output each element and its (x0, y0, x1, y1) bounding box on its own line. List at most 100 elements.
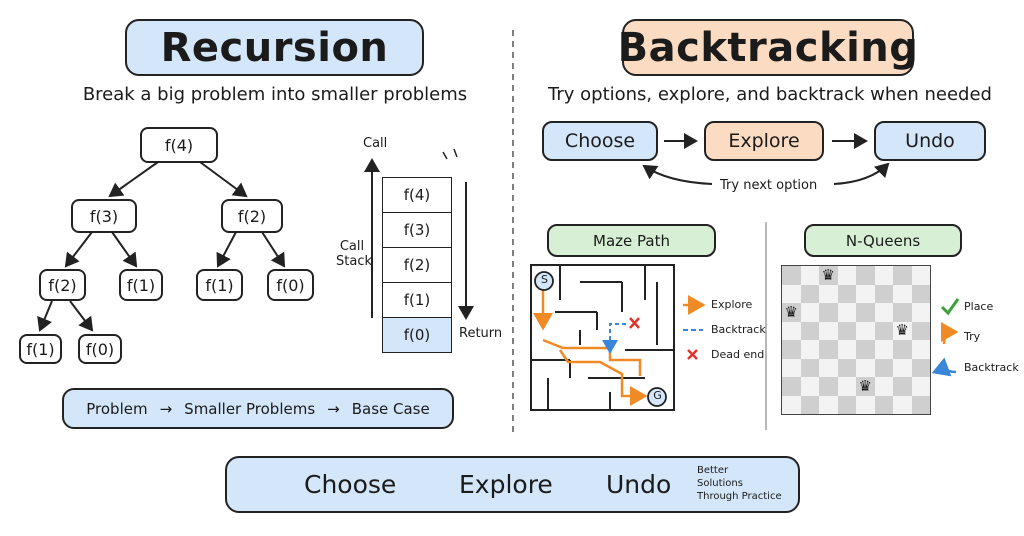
board-square (800, 321, 819, 340)
board-square (837, 377, 856, 396)
board-square (819, 303, 838, 322)
maze-goal: G (653, 389, 662, 402)
nqueens-legend-place: Place (964, 300, 994, 313)
maze-start: S (541, 273, 548, 286)
board-square (819, 395, 838, 414)
board-square (782, 321, 801, 340)
cycle-arrows (642, 133, 890, 185)
tree-node-l2-c: f(1) (196, 269, 243, 301)
board-square (874, 377, 893, 396)
recursion-flow-bar: Problem → Smaller Problems → Base Case (62, 388, 454, 429)
board-square (856, 340, 875, 359)
board-square (911, 303, 930, 322)
cycle-choose: Choose (542, 121, 658, 161)
board-square (800, 284, 819, 303)
return-label: Return (459, 326, 503, 341)
queen-icon: ♛ (856, 377, 875, 396)
board-square (911, 340, 930, 359)
summary-note: Better Solutions Through Practice (697, 464, 782, 503)
call-stack-label-line1: Call (339, 239, 365, 254)
board-square (782, 395, 801, 414)
board-square (819, 340, 838, 359)
summary-undo: Undo (606, 470, 672, 499)
board-square (837, 358, 856, 377)
flow-problem: Problem (86, 399, 148, 418)
board-square (893, 395, 912, 414)
tree-node-l2-d: f(0) (267, 269, 314, 301)
board-square (911, 395, 930, 414)
board-square (837, 340, 856, 359)
board-square (782, 340, 801, 359)
maze-legend-dead-end: Dead end (711, 348, 765, 361)
board-square (856, 303, 875, 322)
board-square (911, 266, 930, 285)
board-square (837, 284, 856, 303)
recursion-title: Recursion (125, 19, 424, 76)
queen-icon: ♛ (782, 303, 801, 322)
board-square (819, 377, 838, 396)
board-square (782, 358, 801, 377)
queen-icon: ♛ (819, 266, 838, 285)
board-square (874, 284, 893, 303)
backtracking-subtitle: Try options, explore, and backtrack when… (548, 84, 992, 105)
try-arrow-icon (940, 322, 959, 345)
board-square (800, 266, 819, 285)
queen-icon: ♛ (893, 321, 912, 340)
board-square (874, 395, 893, 414)
board-square (819, 358, 838, 377)
stack-frame: f(4) (382, 177, 452, 213)
board-square (911, 321, 930, 340)
tree-node-l1-right: f(2) (221, 199, 283, 233)
board-square (893, 303, 912, 322)
tree-node-l2-a: f(2) (39, 269, 86, 301)
summary-bar (225, 456, 800, 513)
board-square (800, 395, 819, 414)
board-square (856, 321, 875, 340)
board-square (856, 395, 875, 414)
call-stack-label: Call Stack (336, 239, 372, 269)
board-square (874, 321, 893, 340)
tree-node-l1-left: f(3) (71, 199, 137, 233)
recursion-subtitle: Break a big problem into smaller problem… (82, 84, 468, 105)
board-square (856, 358, 875, 377)
maze-legend-backtrack: Backtrack (711, 323, 766, 336)
board-square (837, 321, 856, 340)
summary-note-line3: Through Practice (697, 491, 782, 502)
tree-edges (37, 161, 286, 332)
call-stack-label-line2: Stack (336, 254, 372, 269)
board-square (874, 266, 893, 285)
board-square (856, 284, 875, 303)
stack-frame: f(1) (382, 283, 452, 318)
backtrack-arrow-icon (931, 357, 957, 377)
tree-node-l3-a: f(1) (19, 334, 62, 364)
board-square (893, 340, 912, 359)
board-square (874, 358, 893, 377)
board-square (856, 266, 875, 285)
board-square (893, 266, 912, 285)
flow-smaller-problems: Smaller Problems (184, 399, 316, 418)
flow-base-case: Base Case (351, 399, 430, 418)
board-square (800, 340, 819, 359)
arrow-right-icon: → (327, 399, 340, 418)
tree-node-l2-b: f(1) (119, 269, 163, 301)
summary-choose: Choose (304, 470, 397, 499)
board-square (782, 284, 801, 303)
board-square (893, 284, 912, 303)
board-square (800, 303, 819, 322)
stack-frame: f(3) (382, 213, 452, 248)
nqueens-title: N-Queens (804, 224, 962, 257)
board-square (874, 303, 893, 322)
arrow-right-icon: → (159, 399, 173, 418)
board-square (800, 358, 819, 377)
board-square (819, 284, 838, 303)
board-square (911, 377, 930, 396)
cycle-explore: Explore (704, 121, 824, 161)
cycle-undo: Undo (874, 121, 986, 161)
call-stack: f(4) f(3) f(2) f(1) f(0) (382, 177, 452, 353)
call-label: Call (363, 136, 388, 151)
nqueens-legend-try: Try (964, 330, 981, 343)
summary-note-line2: Solutions (697, 478, 743, 489)
nqueens-board: ♛ ♛ ♛ ♛ (781, 265, 931, 415)
tree-node-l3-b: f(0) (78, 334, 122, 364)
